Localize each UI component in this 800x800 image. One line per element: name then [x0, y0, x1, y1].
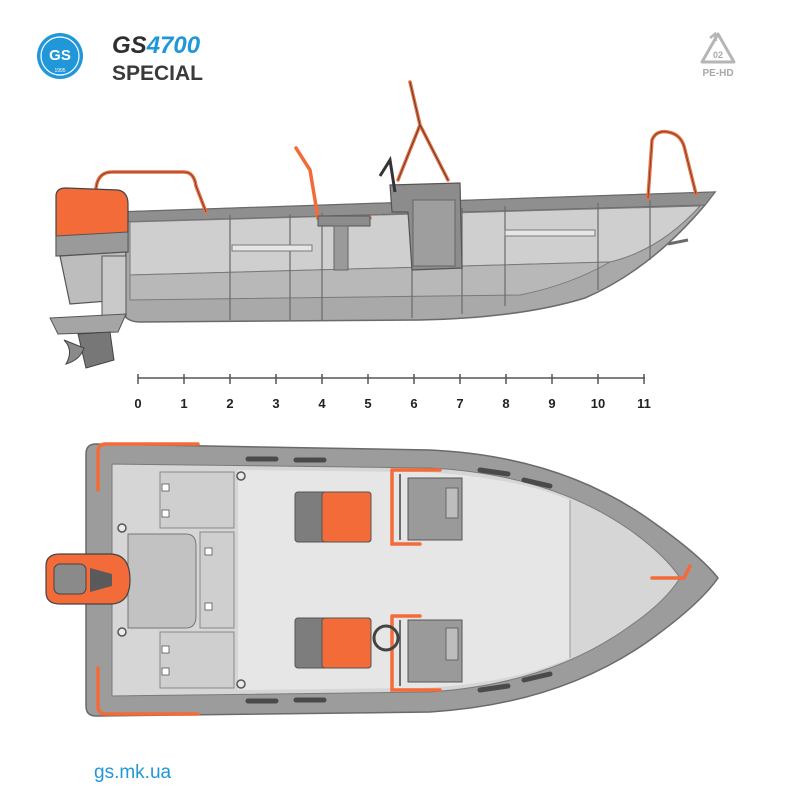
- side-console-panel: [412, 199, 456, 267]
- scale-tick-label: 0: [134, 396, 141, 411]
- side-steering-wheel: [378, 155, 397, 193]
- model-variant: SPECIAL: [112, 62, 204, 85]
- scale-ticks: 0 1 2 3 4 5 6 7 8 9 10 11: [134, 374, 651, 411]
- product-title: GS4700 SPECIAL: [112, 34, 204, 85]
- website-link[interactable]: gs.mk.ua: [94, 762, 172, 783]
- scale-tick-label: 5: [364, 396, 371, 411]
- scale-bar: 0 1 2 3 4 5 6 7 8 9 10 11: [134, 374, 651, 411]
- top-seat-starboard: [294, 617, 372, 669]
- top-center-locker: [199, 531, 235, 629]
- side-bench: [231, 244, 313, 252]
- side-outboard-motor: [49, 187, 129, 369]
- top-console-starboard: [372, 614, 463, 692]
- top-motor-well: [127, 533, 197, 629]
- logo-text: GS: [49, 47, 71, 64]
- scale-tick-label: 6: [410, 396, 417, 411]
- scale-tick-label: 9: [548, 396, 555, 411]
- model-name: GS4700: [112, 34, 203, 58]
- scale-tick-label: 2: [226, 396, 233, 411]
- top-hardware: [117, 471, 246, 689]
- brand-logo: GS 1995: [36, 32, 84, 85]
- side-seat: [317, 215, 371, 227]
- scale-tick-label: 3: [272, 396, 279, 411]
- recycling-icon: 02 PE-HD: [688, 30, 748, 87]
- top-bow-rail: [650, 564, 692, 580]
- top-stern-rail-port: [96, 442, 200, 492]
- model-number: 4700: [146, 32, 201, 59]
- side-view: [49, 80, 717, 369]
- top-steering-wheel: [372, 624, 400, 652]
- side-bow-cleat: [667, 238, 689, 246]
- top-stern-locker-lower: [159, 631, 235, 689]
- scale-tick-label: 7: [456, 396, 463, 411]
- recycling-code: 02: [713, 50, 723, 60]
- side-bench-2: [504, 229, 596, 237]
- top-hinges: [161, 483, 213, 676]
- side-strake: [129, 261, 611, 301]
- top-outboard-motor: [45, 553, 131, 605]
- recycling-material: PE-HD: [702, 68, 733, 79]
- side-seat-post: [333, 225, 349, 271]
- scale-tick-label: 11: [637, 396, 651, 411]
- top-view: [45, 442, 719, 717]
- scale-tick-label: 1: [180, 396, 187, 411]
- scale-tick-label: 10: [591, 396, 605, 411]
- top-cockpit-floor: [238, 470, 570, 690]
- top-gunwale-cleats: [245, 456, 553, 704]
- scale-tick-label: 4: [318, 396, 326, 411]
- scale-tick-label: 8: [502, 396, 509, 411]
- top-console-port: [390, 468, 463, 546]
- top-stern-locker-upper: [159, 471, 235, 529]
- logo-year: 1995: [54, 68, 65, 74]
- model-prefix: GS: [112, 32, 147, 59]
- top-stern-rail-starboard: [96, 666, 200, 716]
- top-seat-port: [294, 491, 372, 543]
